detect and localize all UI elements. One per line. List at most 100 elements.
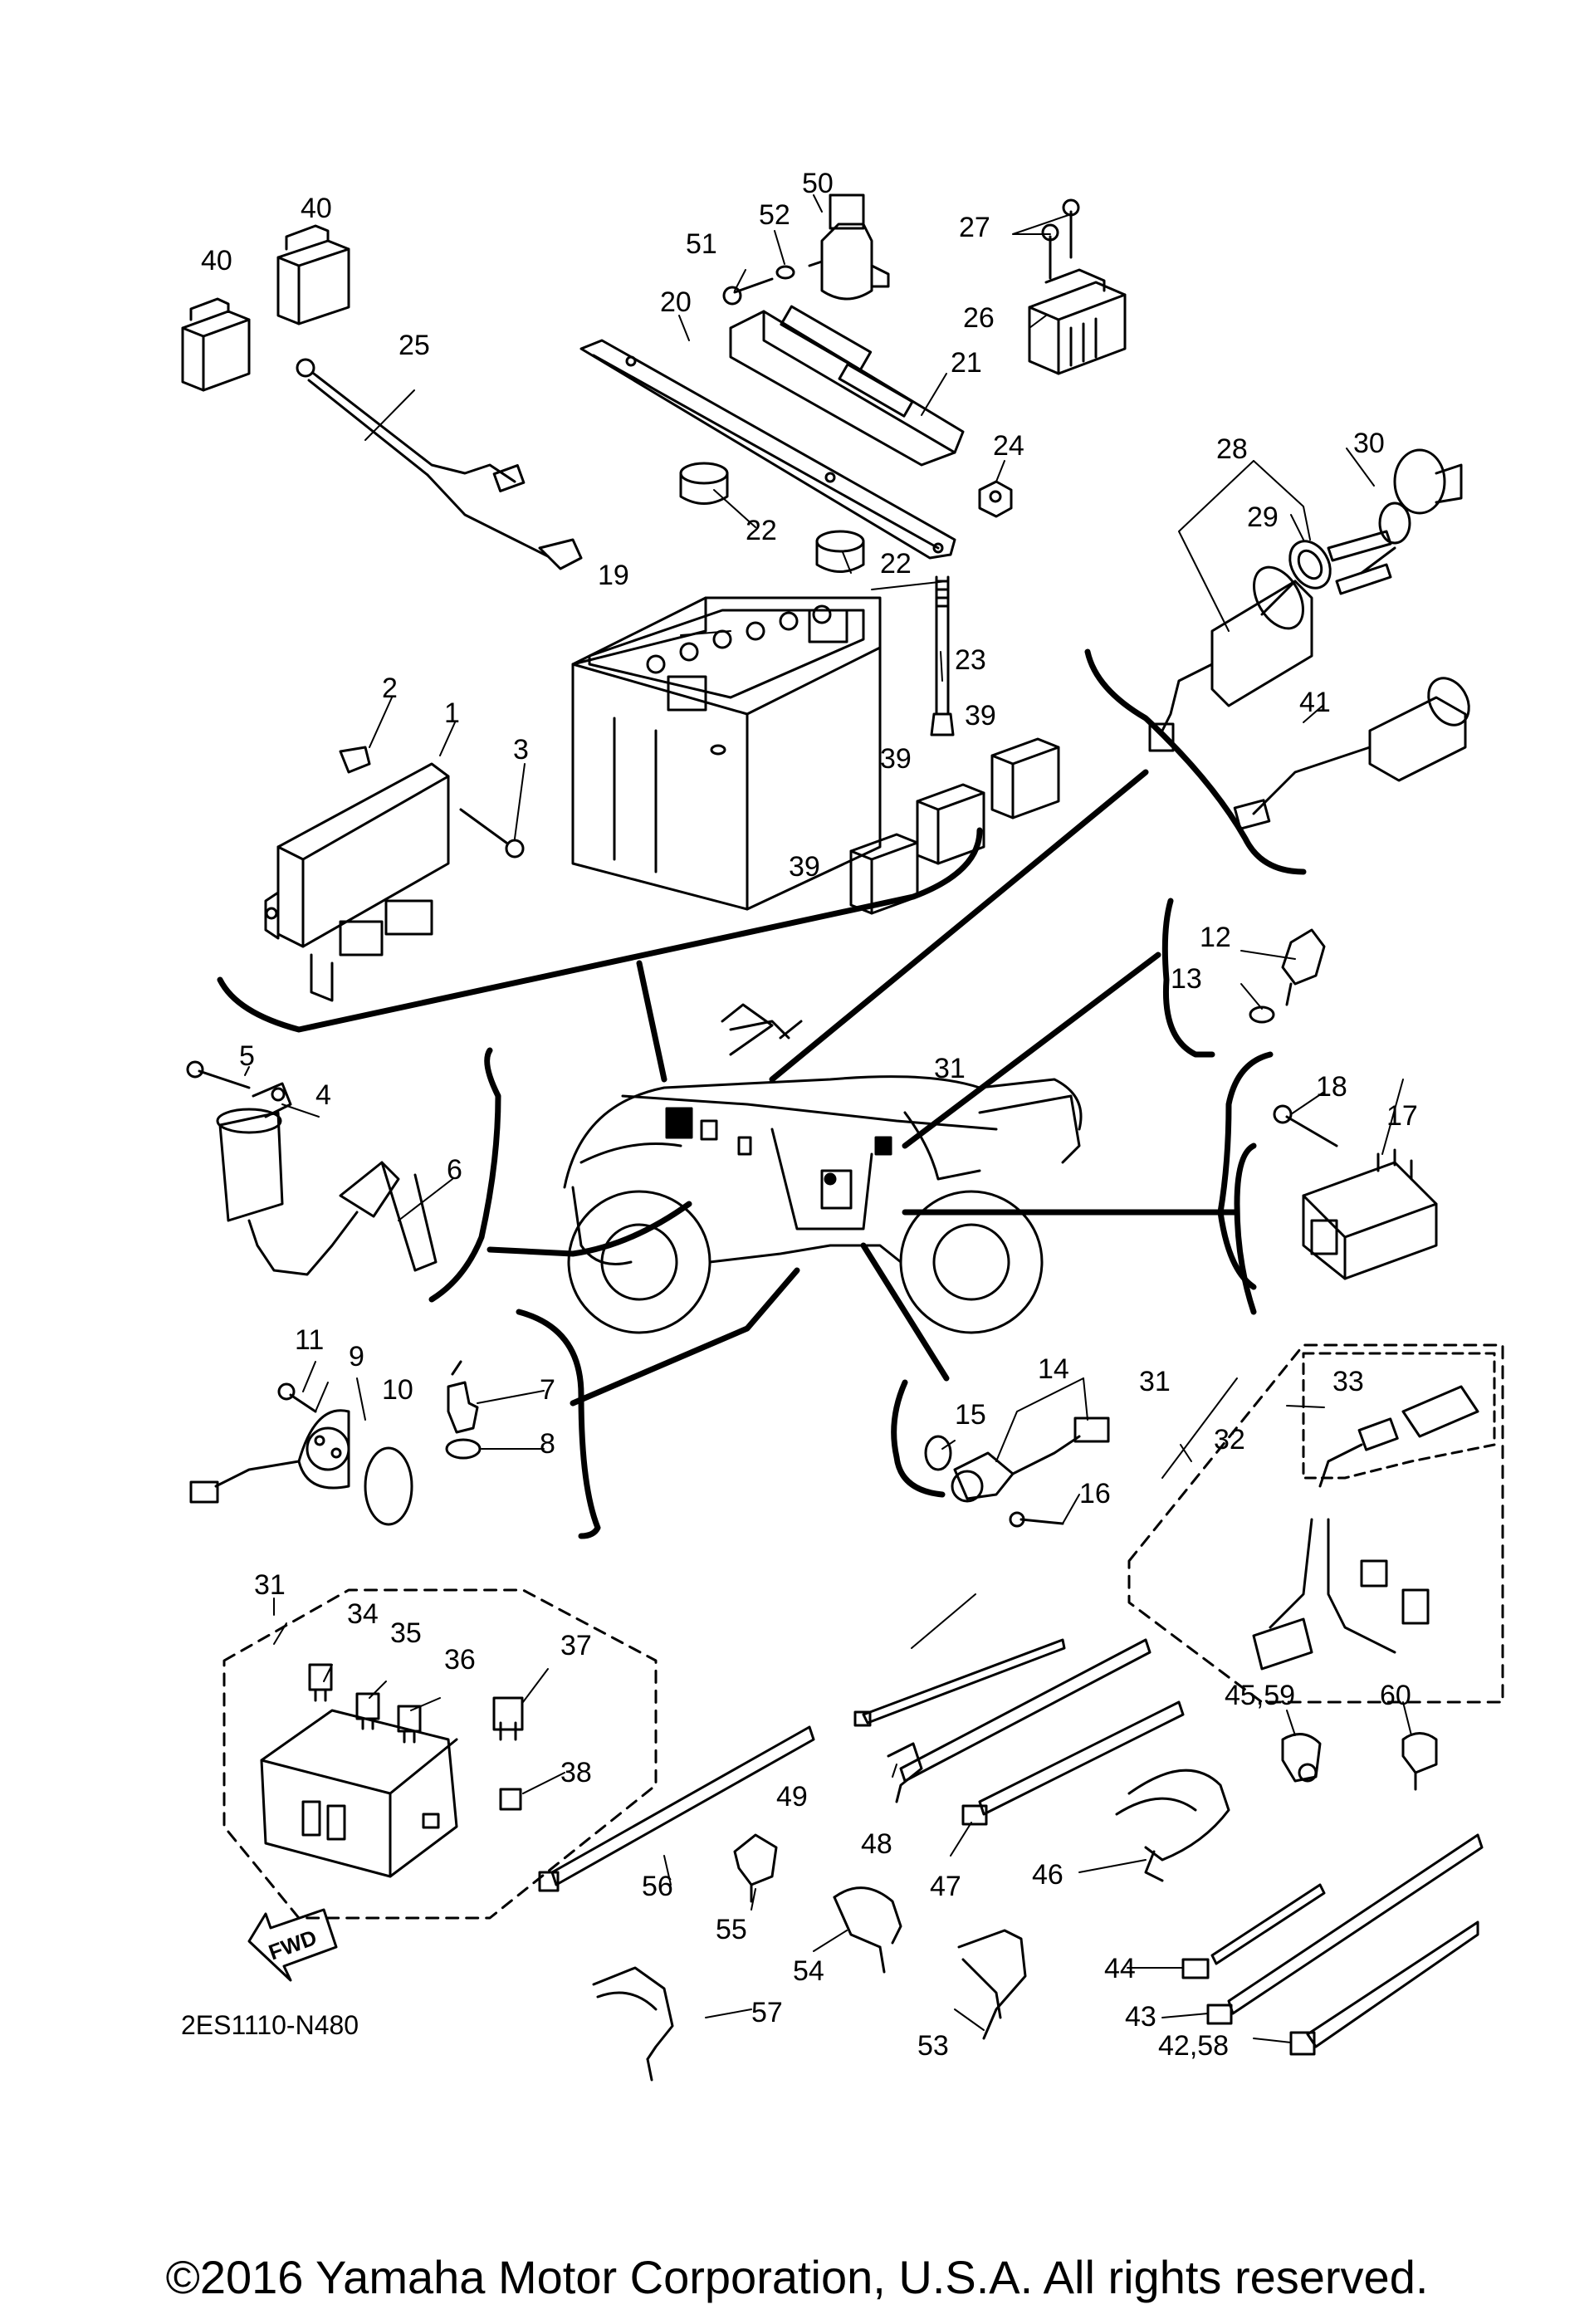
battery-band-20 (579, 339, 956, 560)
clamp-45-59 (1281, 1733, 1322, 1783)
callout-17: 17 (1386, 1100, 1418, 1132)
sensor-50 (808, 193, 890, 301)
callout-48: 48 (861, 1828, 892, 1860)
plug-cap-6 (339, 1161, 438, 1272)
ecu-1 (264, 762, 450, 1002)
callout-50: 50 (802, 168, 834, 199)
rectifier-17 (1302, 1148, 1438, 1280)
diagram-code: 2ES1110-N480 (181, 2010, 359, 2040)
cable-tie-44 (1181, 1883, 1326, 1979)
callout-55: 55 (716, 1914, 747, 1945)
callout-40a: 40 (301, 193, 332, 224)
callout-32: 32 (1214, 1424, 1245, 1456)
callout-8: 8 (540, 1428, 555, 1460)
battery-cover-21 (729, 305, 965, 467)
sub-harness-32-box (1302, 1352, 1496, 1480)
callout-20: 20 (660, 286, 692, 318)
speed-sensor-14 (951, 1416, 1110, 1503)
cable-tie-43 (1206, 1833, 1484, 2025)
clip-2 (339, 746, 371, 774)
callout-51: 51 (686, 228, 717, 260)
callout-13: 13 (1171, 963, 1202, 995)
fuse-box-31-box (222, 1588, 658, 1920)
callout-22a: 22 (746, 515, 777, 546)
starter-relay-26 (1028, 268, 1127, 375)
callout-4: 4 (315, 1079, 331, 1111)
fwd-label: FWD (266, 1925, 320, 1964)
cable-tie-49 (853, 1638, 1066, 1727)
callout-37: 37 (560, 1630, 592, 1661)
callout-6: 6 (447, 1154, 462, 1186)
callout-35: 35 (390, 1617, 422, 1649)
callout-19: 19 (598, 560, 629, 591)
nut-24 (978, 480, 1013, 518)
cable-tie-47 (961, 1700, 1185, 1826)
battery-lead-25 (296, 358, 583, 570)
clamp-53 (957, 1929, 1027, 2040)
cable-tie-48 (887, 1638, 1151, 1803)
callout-54: 54 (793, 1955, 824, 1987)
callout-27: 27 (959, 212, 990, 243)
clamp-54 (833, 1886, 902, 1974)
callout-56: 56 (642, 1871, 673, 1902)
callout-49: 49 (776, 1781, 808, 1813)
callout-52: 52 (759, 199, 790, 231)
callout-1: 1 (444, 697, 460, 729)
callout-39c: 39 (789, 851, 820, 883)
switch-12 (1281, 928, 1326, 1006)
ignition-coil-4 (216, 1082, 359, 1276)
o-ring-15 (924, 1435, 952, 1471)
callout-28: 28 (1216, 433, 1248, 465)
callout-45-59: 45,59 (1225, 1680, 1295, 1711)
callout-57: 57 (751, 1997, 783, 2028)
damper-22-left (679, 462, 729, 505)
callout-34: 34 (347, 1598, 379, 1630)
fuse-38 (499, 1788, 522, 1811)
screw-3 (459, 808, 525, 859)
callout-14: 14 (1038, 1353, 1069, 1385)
callout-39a: 39 (965, 700, 996, 731)
cable-tie-56 (538, 1725, 815, 1892)
callout-39b: 39 (880, 743, 912, 775)
clamp-60 (1401, 1732, 1438, 1791)
fwd-arrow (247, 1908, 338, 1982)
callout-33: 33 (1332, 1366, 1364, 1397)
power-socket-41 (1233, 677, 1470, 830)
fuse-box-31 (260, 1709, 458, 1878)
callout-40b: 40 (201, 245, 232, 276)
callout-42-58: 42,58 (1158, 2030, 1229, 2062)
callout-31c: 31 (254, 1569, 286, 1601)
bolt-11 (277, 1382, 317, 1413)
clamp-57 (592, 1966, 674, 2082)
callout-11: 11 (295, 1324, 324, 1356)
copyright-notice: ©2016 Yamaha Motor Corporation, U.S.A. A… (165, 2251, 1429, 2303)
callout-18: 18 (1316, 1071, 1347, 1103)
callout-22b: 22 (880, 548, 912, 580)
callout-38: 38 (560, 1757, 592, 1788)
bolt-18 (1273, 1104, 1338, 1147)
key-set-30 (1327, 448, 1463, 595)
sub-harness-33 (1318, 1385, 1479, 1488)
harness-31-main (1252, 1518, 1430, 1671)
relay-40-upper (276, 224, 350, 325)
clamp-46 (1115, 1769, 1230, 1882)
callout-46: 46 (1032, 1859, 1063, 1891)
callout-12: 12 (1200, 922, 1231, 953)
callout-7: 7 (540, 1374, 555, 1406)
fuse-37 (492, 1696, 524, 1741)
leader-lines (244, 194, 1412, 2043)
callout-41: 41 (1299, 687, 1331, 718)
section-connectors (217, 648, 1307, 1539)
callout-43: 43 (1125, 2001, 1156, 2033)
callout-53: 53 (917, 2030, 949, 2062)
callout-25: 25 (398, 330, 430, 361)
relay-40-lower (181, 297, 251, 392)
callout-36: 36 (444, 1644, 476, 1676)
battery-19 (571, 596, 882, 911)
bolt-23 (930, 575, 955, 736)
callout-26: 26 (963, 302, 995, 334)
washer-52 (775, 265, 795, 280)
callout-15: 15 (955, 1399, 986, 1431)
callout-30: 30 (1353, 428, 1385, 459)
